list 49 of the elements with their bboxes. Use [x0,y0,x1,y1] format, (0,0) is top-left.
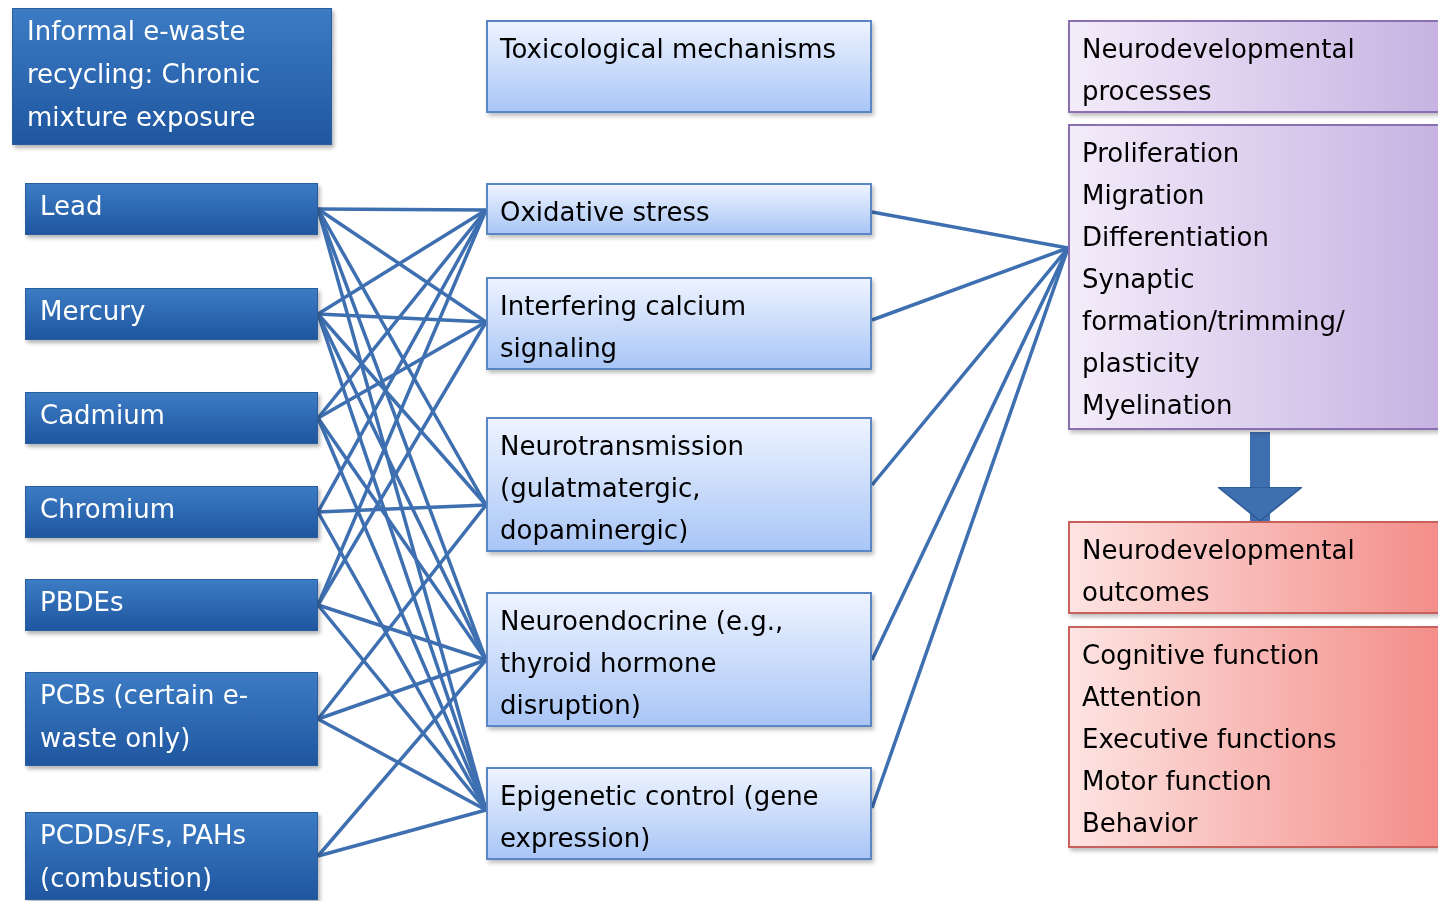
box-text: Neurodevelopmental processes [1082,33,1356,108]
box-text: PCBs (certain e-waste only) [40,679,250,755]
box-text: Informal e-waste recycling: Chronic mixture exposure [27,15,262,134]
mechanism-box [486,183,872,235]
connector-line [317,808,487,858]
box-text: Neurotransmission (gulatmatergic, dopaminergic) [500,430,746,547]
box-text: Mercury [40,295,147,328]
exposure-box [25,812,318,900]
mechanism-box [486,277,872,370]
mechanism-box [486,767,872,860]
box-text: Neuroendocrine (e.g., thyroid hormone disruption) [500,605,785,722]
exposure-box [25,183,318,235]
box-text: Oxidative stress [500,196,711,229]
list-item: Differentiation [1082,221,1270,254]
box-text: Chromium [40,493,176,526]
exposure-box [25,579,318,631]
list-box [1068,124,1438,430]
connector-line [317,503,487,514]
list-item: Myelination [1082,389,1234,422]
exposure-box [25,288,318,340]
box-text: Interfering calcium signaling [500,290,748,365]
box-text: Lead [40,190,104,223]
connector-line [318,207,486,212]
exposure-box [25,486,318,538]
list-item: Proliferation [1082,137,1241,170]
list-item: Behavior [1082,807,1199,840]
box-text: Toxicological mechanisms [500,33,838,66]
list-box [1068,626,1438,848]
mechanism-box [486,592,872,727]
box-text: Neurodevelopmental outcomes [1082,534,1356,609]
connector-line [871,210,1069,250]
box-text: Epigenetic control (gene expression) [500,780,820,855]
box-text: Cadmium [40,399,166,432]
exposure-box [25,672,318,766]
process-box [1068,20,1438,113]
box-text: PBDEs [40,586,125,619]
list-item: Executive functions [1082,723,1338,756]
list-item: Cognitive function [1082,639,1321,672]
list-item: Synaptic formation/trimming/ plasticity [1082,263,1346,380]
mechanism-box [486,20,872,113]
list-item: Attention [1082,681,1203,714]
exposure-box [12,8,332,145]
box-text: PCDDs/Fs, PAHs (combustion) [40,819,248,895]
exposure-box [25,392,318,444]
block-arrow [1217,432,1303,522]
list-item: Migration [1082,179,1206,212]
mechanism-box [486,417,872,552]
outcome-box [1068,521,1438,614]
list-item: Motor function [1082,765,1273,798]
